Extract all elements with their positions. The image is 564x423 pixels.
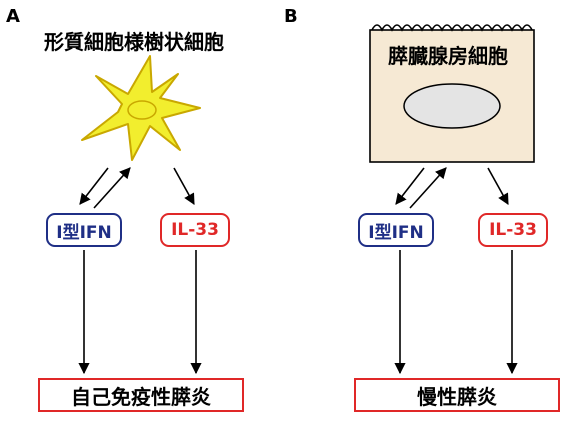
panel-b-letter: B [284, 6, 298, 27]
arrow-a-ifn-to-cell [93, 167, 131, 209]
arrow-b-cell-to-ifn [395, 167, 425, 205]
panel-b-arrows [394, 167, 518, 375]
dendritic-cell [81, 55, 201, 161]
panel-a-letter: A [6, 6, 20, 27]
panel-b-cell-title: 膵臓腺房細胞 [388, 44, 508, 68]
panel-b-outcome-box: 慢性膵炎 [354, 378, 560, 412]
panel-a-cell-title: 形質細胞様樹状細胞 [44, 30, 224, 54]
panel-a-outcome-box: 自己免疫性膵炎 [38, 378, 244, 412]
acinar-cell-nucleus [403, 83, 501, 129]
dendritic-cell-nucleus [127, 100, 157, 120]
panel-b-ifn-box: I型IFN [358, 213, 434, 247]
microvilli [371, 24, 533, 32]
panel-a-arrows [78, 167, 202, 375]
panel-a-il33-box: IL-33 [160, 213, 230, 247]
panel-a-ifn-box: I型IFN [46, 213, 122, 247]
arrow-a-cell-to-ifn [79, 167, 109, 205]
arrow-a-cell-to-il33 [173, 167, 195, 205]
arrow-b-ifn-to-cell [409, 167, 447, 209]
acinar-cell [369, 24, 535, 163]
panel-b-il33-box: IL-33 [478, 213, 548, 247]
arrow-b-cell-to-il33 [487, 167, 509, 205]
